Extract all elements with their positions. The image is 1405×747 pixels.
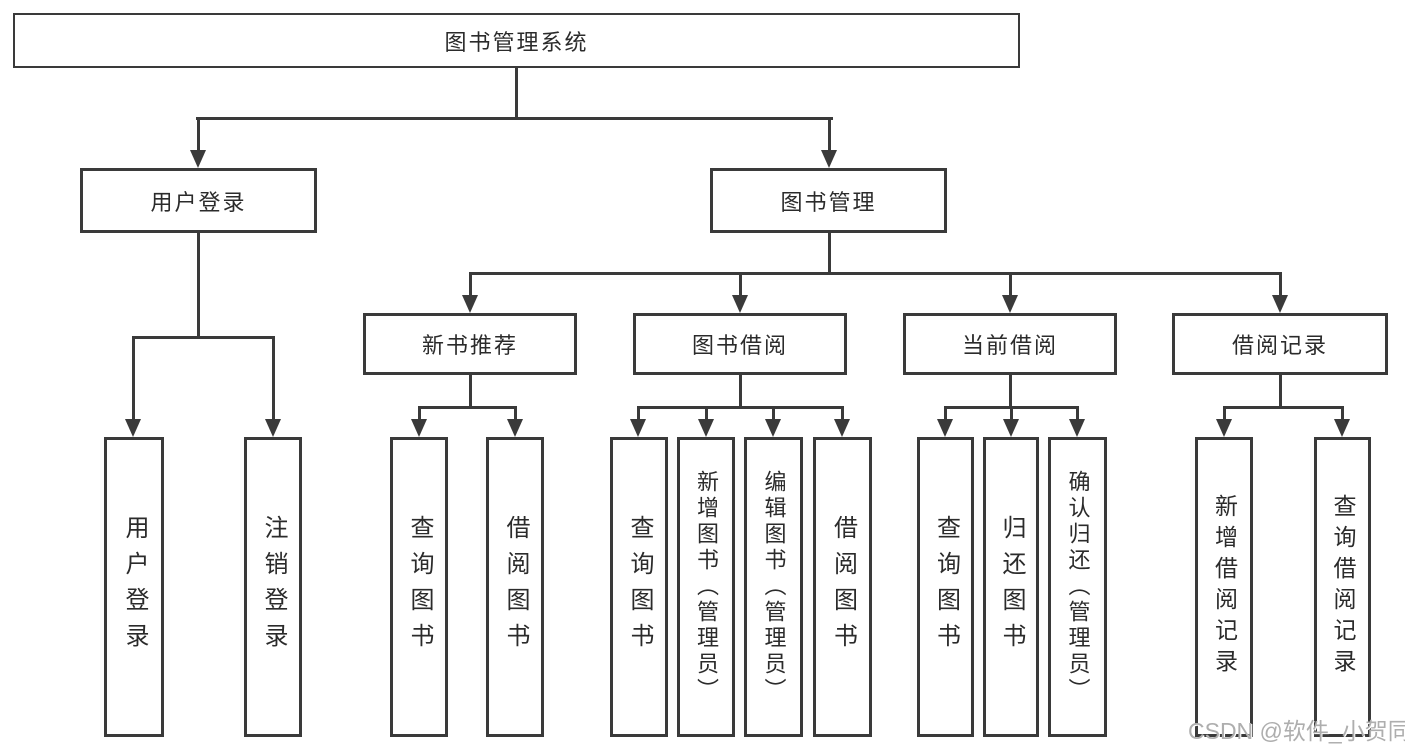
arrow-down-current — [1002, 295, 1018, 313]
connector-arrow-records-stem — [1279, 272, 1282, 297]
connector-book-management-split — [469, 272, 1282, 275]
node-user-login: 用户登录 — [80, 168, 317, 233]
arrow-down-g3-1 — [630, 419, 646, 437]
leaf-add-books-admin-label: 新增图书（管理员） — [694, 470, 719, 704]
leaf-borrow-books-recommend-label: 借阅图书 — [502, 515, 529, 659]
connector-current-stem — [1009, 375, 1012, 406]
leaf-query-books-recommend: 查询图书 — [390, 437, 448, 737]
arrow-down-g3-3 — [765, 419, 781, 437]
node-new-book-recommendation: 新书推荐 — [363, 313, 577, 375]
arrow-down-borrowing — [732, 295, 748, 313]
arrow-down-user-login — [190, 150, 206, 168]
leaf-confirm-return-admin-label: 确认归还（管理员） — [1065, 470, 1091, 704]
leaf-query-borrow-record: 查询借阅记录 — [1314, 437, 1371, 737]
leaf-confirm-return-admin: 确认归还（管理员） — [1048, 437, 1107, 737]
connector-arrow-g2-1-stem — [418, 406, 421, 421]
leaf-return-books-label: 归还图书 — [998, 515, 1025, 659]
arrow-down-g4-1 — [937, 419, 953, 437]
arrow-down-book-management — [821, 150, 837, 168]
arrow-down-leaf-login — [125, 419, 141, 437]
leaf-edit-books-admin: 编辑图书（管理员） — [744, 437, 803, 737]
node-current-borrowing-label: 当前借阅 — [961, 333, 1058, 358]
connector-arrow-g3-2-stem — [705, 406, 708, 421]
leaf-query-borrow-record-label: 查询借阅记录 — [1330, 494, 1356, 680]
leaf-query-books-borrow-label: 查询图书 — [626, 515, 653, 659]
connector-arrow-leaf-logout-stem — [272, 336, 275, 421]
arrow-down-g5-1 — [1216, 419, 1232, 437]
connector-recommend-stem — [469, 375, 472, 406]
leaf-query-books-recommend-label: 查询图书 — [406, 515, 433, 659]
leaf-borrow-books: 借阅图书 — [813, 437, 872, 737]
arrow-down-g3-4 — [834, 419, 850, 437]
connector-borrowing-split — [637, 406, 844, 409]
leaf-query-books-current: 查询图书 — [917, 437, 974, 737]
leaf-logout: 注销登录 — [244, 437, 302, 737]
connector-book-management-stem — [828, 233, 831, 272]
arrow-down-records — [1272, 295, 1288, 313]
csdn-watermark: CSDN @软件_小贺同学 — [1188, 718, 1405, 744]
node-current-borrowing: 当前借阅 — [903, 313, 1117, 375]
leaf-borrow-books-label: 借阅图书 — [829, 515, 857, 659]
connector-records-split — [1223, 406, 1344, 409]
connector-borrowing-stem — [739, 375, 742, 406]
leaf-add-borrow-record: 新增借阅记录 — [1195, 437, 1253, 737]
leaf-edit-books-admin-label: 编辑图书（管理员） — [761, 470, 787, 704]
node-library-management-system-label: 图书管理系统 — [444, 29, 589, 55]
leaf-add-borrow-record-label: 新增借阅记录 — [1211, 494, 1238, 680]
node-borrowing-records-label: 借阅记录 — [1231, 333, 1328, 358]
connector-arrow-g3-4-stem — [841, 406, 844, 421]
connector-arrow-borrowing-stem — [739, 272, 742, 297]
node-book-borrowing: 图书借阅 — [633, 313, 847, 375]
leaf-user-login-label: 用户登录 — [121, 515, 148, 659]
connector-user-login-stem — [197, 233, 200, 336]
node-borrowing-records: 借阅记录 — [1172, 313, 1388, 375]
leaf-borrow-books-recommend: 借阅图书 — [486, 437, 544, 737]
leaf-query-books-current-label: 查询图书 — [932, 515, 960, 659]
leaf-user-login: 用户登录 — [104, 437, 164, 737]
connector-user-login-split — [132, 336, 275, 339]
node-book-management-label: 图书管理 — [780, 189, 877, 215]
arrow-down-recommend — [462, 295, 478, 313]
connector-arrow-book-management-stem — [828, 117, 831, 152]
connector-arrow-g4-1-stem — [944, 406, 947, 421]
connector-arrow-current-stem — [1009, 272, 1012, 297]
connector-arrow-g4-3-stem — [1076, 406, 1079, 421]
leaf-logout-label: 注销登录 — [260, 515, 287, 659]
arrow-down-leaf-logout — [265, 419, 281, 437]
connector-arrow-g4-2-stem — [1010, 406, 1013, 421]
leaf-add-books-admin: 新增图书（管理员） — [677, 437, 735, 737]
node-book-borrowing-label: 图书借阅 — [691, 333, 788, 358]
leaf-query-books-borrow: 查询图书 — [610, 437, 668, 737]
leaf-return-books: 归还图书 — [983, 437, 1039, 737]
connector-arrow-recommend-stem — [469, 272, 472, 297]
arrow-down-g4-2 — [1003, 419, 1019, 437]
node-user-login-label: 用户登录 — [150, 189, 247, 215]
connector-arrow-g5-2-stem — [1341, 406, 1344, 421]
connector-arrow-g3-3-stem — [772, 406, 775, 421]
connector-arrow-leaf-login-stem — [132, 336, 135, 421]
connector-records-stem — [1279, 375, 1282, 406]
arrow-down-g4-3 — [1069, 419, 1085, 437]
connector-root-stem — [515, 67, 518, 117]
arrow-down-g2-2 — [507, 419, 523, 437]
node-book-management: 图书管理 — [710, 168, 947, 233]
arrow-down-g2-1 — [411, 419, 427, 437]
connector-recommend-split — [418, 406, 517, 409]
arrow-down-g5-2 — [1334, 419, 1350, 437]
node-new-book-recommendation-label: 新书推荐 — [421, 333, 518, 358]
connector-arrow-user-login-stem — [197, 117, 200, 152]
node-library-management-system: 图书管理系统 — [13, 13, 1020, 68]
arrow-down-g3-2 — [698, 419, 714, 437]
connector-arrow-g3-1-stem — [637, 406, 640, 421]
connector-root-split — [196, 117, 833, 120]
connector-arrow-g2-2-stem — [514, 406, 517, 421]
connector-arrow-g5-1-stem — [1223, 406, 1226, 421]
